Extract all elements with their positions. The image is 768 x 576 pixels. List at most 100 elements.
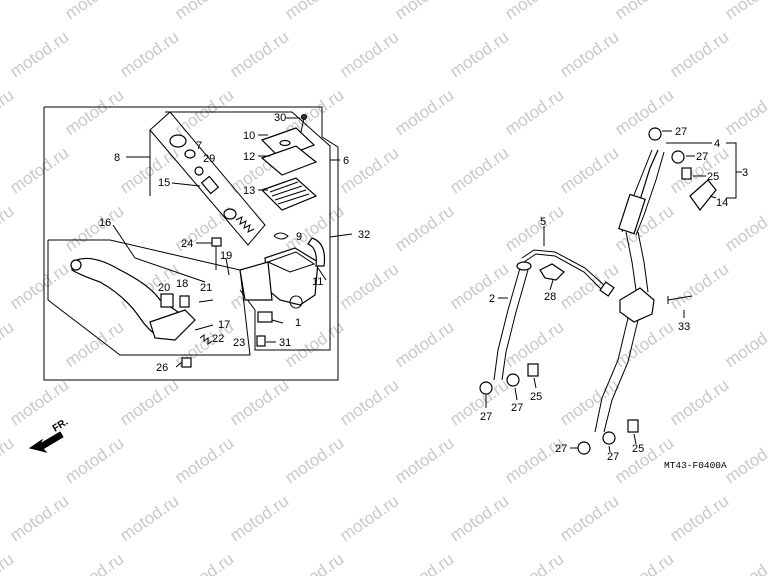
- watermark-text: motod.ru: [666, 27, 732, 81]
- watermark-text: motod.ru: [0, 549, 17, 576]
- watermark-text: motod.ru: [0, 85, 17, 139]
- watermark-text: motod.ru: [0, 433, 17, 487]
- watermark-text: motod.ru: [666, 491, 732, 545]
- watermark-text: motod.ru: [391, 85, 457, 139]
- label-27-bottom-b: 27: [607, 451, 619, 463]
- watermark-text: motod.ru: [391, 317, 457, 371]
- watermark-text: motod.ru: [61, 317, 127, 371]
- washer-27f: [602, 431, 616, 445]
- boot: [169, 134, 187, 148]
- label-8: 8: [114, 152, 120, 164]
- watermark-text: motod.ru: [501, 201, 567, 255]
- front-arrow: [28, 431, 64, 453]
- washer-27d: [506, 373, 520, 387]
- label-28: 28: [544, 291, 556, 303]
- label-5: 5: [540, 216, 546, 228]
- clamp-28: [539, 263, 565, 281]
- label-25-bottom: 25: [632, 443, 644, 455]
- watermark-text: motod.ru: [556, 27, 622, 81]
- nut-1: [257, 311, 273, 323]
- bolt-25b: [527, 363, 539, 377]
- label-7: 7: [196, 140, 202, 152]
- seal-9: [273, 232, 289, 240]
- washer-27b: [671, 150, 685, 164]
- label-32: 32: [358, 229, 370, 241]
- hose-fitting-left-top: [516, 261, 532, 271]
- washer-27a: [648, 127, 662, 141]
- lever-end: [70, 259, 82, 271]
- lower-hose-right: [594, 317, 639, 433]
- watermark-text: motod.ru: [0, 0, 17, 23]
- watermark-text: motod.ru: [721, 0, 768, 23]
- label-23: 23: [233, 337, 245, 349]
- watermark-text: motod.ru: [611, 549, 677, 576]
- watermark-text: motod.ru: [666, 375, 732, 429]
- watermark-text: motod.ru: [281, 317, 347, 371]
- label-27-bottom-a: 27: [555, 443, 567, 455]
- label-6: 6: [343, 155, 349, 167]
- watermark-text: motod.ru: [336, 27, 402, 81]
- watermark-text: motod.ru: [336, 491, 402, 545]
- spring: [235, 216, 255, 233]
- pin-18: [179, 295, 190, 308]
- bleeder-14: [689, 179, 717, 211]
- washer-27e: [577, 441, 591, 455]
- watermark-text: motod.ru: [61, 433, 127, 487]
- watermark-text: motod.ru: [61, 201, 127, 255]
- watermark-text: motod.ru: [391, 549, 457, 576]
- label-27-left-b: 27: [511, 402, 523, 414]
- lower-hose-left: [493, 267, 529, 381]
- watermark-text: motod.ru: [116, 375, 182, 429]
- label-2: 2: [489, 293, 495, 305]
- watermark-text: motod.ru: [116, 491, 182, 545]
- label-18: 18: [176, 278, 188, 290]
- label-31: 31: [279, 337, 291, 349]
- watermark-text: motod.ru: [446, 27, 512, 81]
- label-14: 14: [716, 197, 728, 209]
- piston: [200, 175, 220, 195]
- label-21: 21: [200, 282, 212, 294]
- piston-kit-frame: [149, 111, 266, 246]
- label-25-mid: 25: [530, 391, 542, 403]
- watermark-text: motod.ru: [116, 27, 182, 81]
- watermark-text: motod.ru: [446, 259, 512, 313]
- hose-protector: [618, 193, 646, 235]
- watermark-text: motod.ru: [61, 85, 127, 139]
- leader-lines-right: [485, 130, 742, 453]
- washer: [194, 166, 204, 176]
- master-cylinder-frame: [165, 111, 331, 351]
- spring-22: [199, 334, 213, 345]
- label-1: 1: [295, 317, 301, 329]
- watermark-text: motod.ru: [6, 27, 72, 81]
- label-16: 16: [99, 217, 111, 229]
- watermark-text: motod.ru: [721, 85, 768, 139]
- label-17: 17: [218, 319, 230, 331]
- holder: [307, 237, 326, 267]
- bolt-25c: [627, 419, 639, 433]
- watermark-text: motod.ru: [721, 433, 768, 487]
- label-24: 24: [181, 238, 193, 250]
- watermark-text: motod.ru: [391, 433, 457, 487]
- lever-adjuster: [149, 309, 196, 341]
- watermark-text: motod.ru: [501, 85, 567, 139]
- watermark-text: motod.ru: [6, 143, 72, 197]
- label-15: 15: [158, 177, 170, 189]
- watermark-text: motod.ru: [611, 0, 677, 23]
- watermark-text: motod.ru: [226, 27, 292, 81]
- label-30: 30: [274, 112, 286, 124]
- brake-pipe: [521, 249, 606, 291]
- watermark-text: motod.ru: [116, 143, 182, 197]
- front-arrow-label: FR.: [51, 417, 71, 435]
- label-27-top: 27: [675, 126, 687, 138]
- cap-screw-head: [301, 114, 307, 120]
- piston-cup: [223, 208, 237, 220]
- hose-lower-section: [625, 231, 649, 293]
- watermark-text: motod.ru: [0, 317, 17, 371]
- lever-frame: [47, 239, 251, 356]
- washer-27c: [479, 381, 493, 395]
- label-13: 13: [243, 185, 255, 197]
- watermark-text: motod.ru: [501, 0, 567, 23]
- watermark-text: motod.ru: [336, 259, 402, 313]
- label-9: 9: [296, 231, 302, 243]
